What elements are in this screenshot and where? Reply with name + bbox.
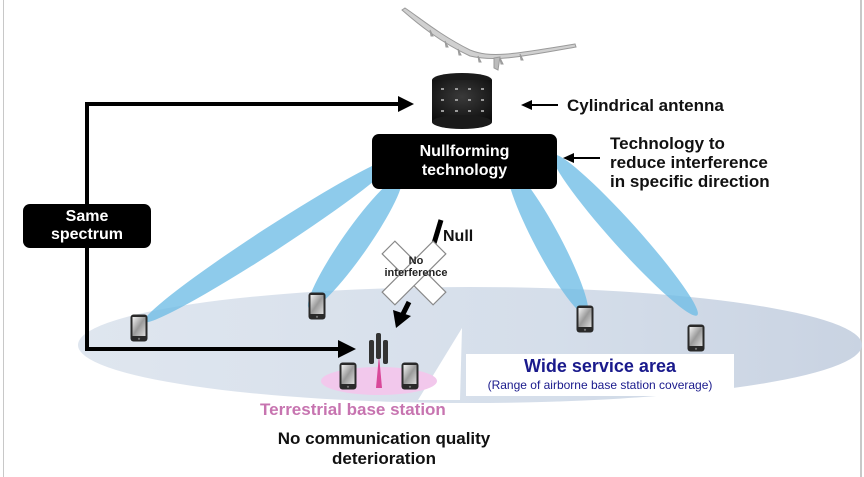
- wide-service-area-title: Wide service area: [524, 356, 676, 376]
- null-label: Null: [443, 228, 474, 245]
- null-arrowhead-icon: [393, 310, 411, 328]
- smartphone-icon: [308, 292, 326, 320]
- no-quality-line-2: deterioration: [332, 449, 436, 469]
- nullforming-line-2: technology: [421, 161, 508, 179]
- smartphone-icon: [687, 324, 705, 352]
- same-spectrum-line-1: Same: [65, 207, 109, 225]
- cylindrical-antenna-label: Cylindrical antenna: [567, 96, 724, 115]
- smartphone-icon: [130, 314, 148, 342]
- same-spectrum-box: Same spectrum: [23, 204, 151, 248]
- haps-aircraft-icon: [401, 7, 577, 71]
- cylindrical-antenna-icon: [432, 73, 492, 129]
- frame-right-border: [860, 0, 862, 477]
- no-interference-label: No interference: [378, 255, 454, 279]
- beam-4: [552, 154, 698, 316]
- technology-pointer-arrow-icon: [563, 153, 600, 163]
- same-spectrum-line-2: spectrum: [50, 226, 124, 243]
- beam-1: [144, 157, 396, 323]
- nullforming-line-1: Nullforming: [419, 143, 510, 161]
- no-interference-line-2: interference: [384, 266, 448, 279]
- terrestrial-base-station-label: Terrestrial base station: [260, 400, 446, 419]
- technology-description-line-1: Technology to: [610, 134, 725, 153]
- technology-description-label: Technology to reduce interference in spe…: [610, 134, 770, 191]
- cylindrical-pointer-arrow-icon: [521, 100, 558, 110]
- x-mark-icon: [381, 240, 447, 306]
- no-quality-deterioration-label: No communication quality deterioration: [254, 429, 514, 470]
- technology-description-line-2: reduce interference: [610, 153, 768, 173]
- wide-service-area-label: Wide service area (Range of airborne bas…: [466, 354, 734, 396]
- no-interference-line-1: No: [408, 255, 424, 267]
- smartphone-icon: [339, 362, 357, 390]
- technology-description-line-3: in specific direction: [610, 172, 770, 192]
- beam-2: [307, 177, 403, 309]
- smartphone-icon: [576, 305, 594, 333]
- beam-3: [507, 169, 589, 315]
- beams: [144, 154, 698, 323]
- arrow-to-base-station-icon: [338, 340, 356, 358]
- no-quality-line-1: No communication quality: [277, 429, 491, 448]
- nullforming-technology-box: Nullforming technology: [372, 134, 557, 189]
- smartphone-icon: [401, 362, 419, 390]
- wide-service-area-subtitle: (Range of airborne base station coverage…: [487, 378, 713, 392]
- frame-left-border: [3, 0, 4, 477]
- arrow-to-antenna-icon: [398, 96, 414, 112]
- base-station-tower-icon: [369, 333, 388, 388]
